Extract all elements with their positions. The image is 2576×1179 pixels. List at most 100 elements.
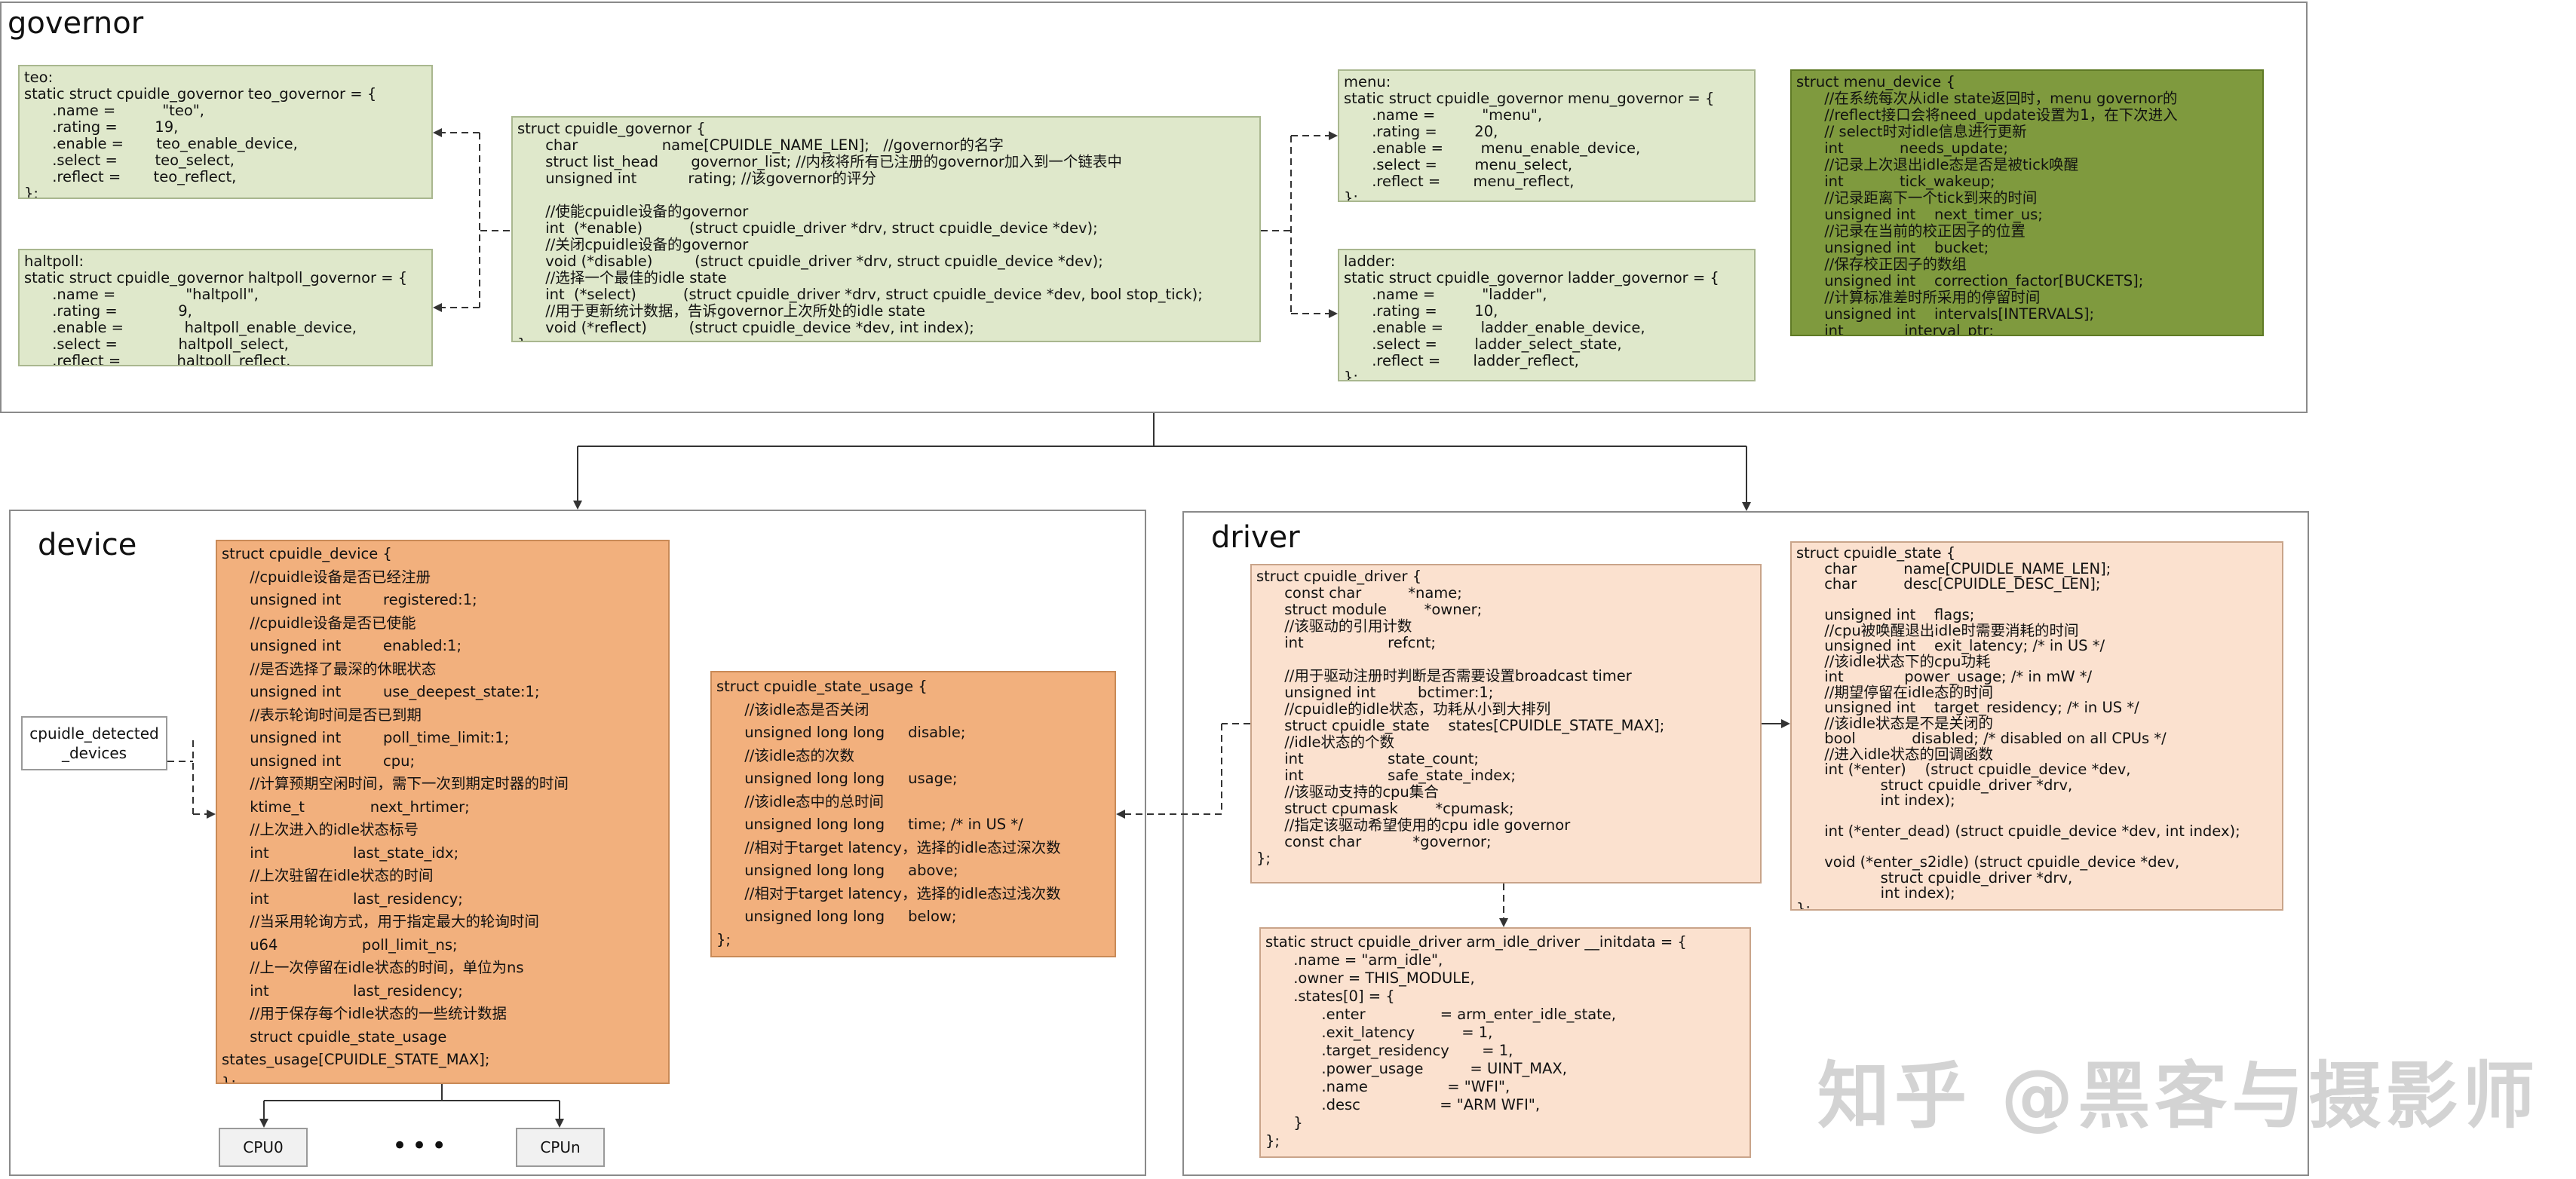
driver-panel-title: driver bbox=[1211, 520, 1300, 555]
code-line: //该idle状态下的cpu功耗 bbox=[1796, 652, 1991, 670]
code-line: int index); bbox=[1796, 792, 1955, 809]
code-line: struct cpumask *cpumask; bbox=[1256, 800, 1514, 817]
cpun-label: CPUn bbox=[540, 1138, 581, 1156]
code-line: int last_residency; bbox=[222, 981, 463, 1000]
code-line: //指定该驱动希望使用的cpu idle governor bbox=[1256, 816, 1571, 834]
code-line: }; bbox=[24, 185, 38, 199]
code-line: //reflect接口会将need_update设置为1，在下次进入 bbox=[1796, 106, 2178, 124]
code-line: unsigned long long time; /* in US */ bbox=[716, 816, 1023, 833]
code-line: ktime_t next_hrtimer; bbox=[222, 798, 470, 816]
code-line: .reflect = menu_reflect, bbox=[1344, 173, 1575, 190]
code-line: //idle状态的个数 bbox=[1256, 733, 1395, 751]
code-line: }; bbox=[1265, 1132, 1280, 1150]
cpu0-box: CPU0 bbox=[219, 1128, 308, 1167]
code-line: //是否选择了最深的休眠状态 bbox=[222, 660, 437, 678]
governor-panel-title: governor bbox=[8, 6, 144, 41]
code-line: unsigned int flags; bbox=[1796, 606, 1975, 623]
device-panel-title: device bbox=[38, 528, 137, 562]
code-line: int (*enable) (struct cpuidle_driver *dr… bbox=[517, 219, 1098, 237]
code-line: //当采用轮询方式，用于指定最大的轮询时间 bbox=[222, 913, 539, 930]
code-line: unsigned int bctimer:1; bbox=[1256, 684, 1494, 701]
code-line: int last_state_idx; bbox=[222, 844, 459, 862]
code-line bbox=[517, 187, 1255, 204]
code-line: static struct cpuidle_governor haltpoll_… bbox=[24, 269, 408, 286]
code-line: //上次进入的idle状态标号 bbox=[222, 821, 419, 838]
code-line: unsigned int exit_latency; /* in US */ bbox=[1796, 637, 2105, 654]
code-line: .enable = teo_enable_device, bbox=[24, 135, 298, 152]
code-line bbox=[1796, 840, 2277, 856]
code-line: struct cpuidle_state_usage { bbox=[716, 678, 928, 695]
code-line: int refcnt; bbox=[1256, 634, 1436, 651]
code-line: char name[CPUIDLE_NAME_LEN]; //governor的… bbox=[517, 136, 1004, 154]
arm-idle-driver-box: static struct cpuidle_driver arm_idle_dr… bbox=[1259, 927, 1751, 1158]
watermark: 知乎 @黑客与摄影师 bbox=[1817, 1054, 2540, 1138]
code-line: struct cpuidle_governor { bbox=[517, 120, 706, 137]
ladder-governor-box: ladder:static struct cpuidle_governor la… bbox=[1338, 249, 1756, 381]
code-line bbox=[1796, 593, 2277, 608]
code-line: static struct cpuidle_governor menu_gove… bbox=[1344, 90, 1715, 107]
code-line: .select = menu_select, bbox=[1344, 156, 1573, 173]
code-line: struct cpuidle_driver *drv, bbox=[1796, 868, 2073, 887]
code-line: static struct cpuidle_driver arm_idle_dr… bbox=[1265, 933, 1687, 951]
code-line: //期望停留在idle态的时间 bbox=[1796, 683, 1994, 701]
cpuidle-state-usage-box: struct cpuidle_state_usage { //该idle态是否关… bbox=[710, 671, 1116, 957]
code-line: struct list_head governor_list; //内核将所有已… bbox=[517, 153, 1122, 170]
code-line: unsigned long long above; bbox=[716, 862, 958, 879]
code-line: //用于更新统计数据，告诉governor上次所处的idle state bbox=[517, 302, 925, 320]
code-line: }; bbox=[1256, 850, 1271, 867]
code-line: //相对于target latency，选择的idle态过深次数 bbox=[716, 838, 1061, 856]
code-line: //进入idle状态的回调函数 bbox=[1796, 745, 1994, 763]
code-line: states_usage[CPUIDLE_STATE_MAX]; bbox=[222, 1051, 490, 1068]
code-line: .enable = haltpoll_enable_device, bbox=[24, 319, 357, 336]
code-line: int state_count; bbox=[1256, 750, 1479, 767]
code-line: //计算预期空闲时间，需下一次到期定时器的时间 bbox=[222, 775, 569, 792]
code-line: //cpuidle设备是否已经注册 bbox=[222, 568, 431, 586]
menu-device-struct-box: struct menu_device { //在系统每次从idle state返… bbox=[1790, 69, 2264, 336]
cpuidle-state-struct-box: struct cpuidle_state { char name[CPUIDLE… bbox=[1790, 541, 2283, 911]
code-line: //选择一个最佳的idle state bbox=[517, 269, 727, 286]
code-line: //用于保存每个idle状态的一些统计数据 bbox=[222, 1005, 508, 1022]
code-line: int (*enter) (struct cpuidle_device *dev… bbox=[1796, 761, 2131, 778]
code-line: static struct cpuidle_governor teo_gover… bbox=[24, 85, 377, 103]
code-line: .name = "ladder", bbox=[1344, 286, 1547, 303]
code-line: .reflect = haltpoll_reflect, bbox=[24, 352, 291, 366]
code-line: .reflect = ladder_reflect, bbox=[1344, 352, 1579, 369]
code-line: unsigned int correction_factor[BUCKETS]; bbox=[1796, 272, 2144, 289]
code-line: char name[CPUIDLE_NAME_LEN]; bbox=[1796, 559, 2111, 577]
code-line: } bbox=[1265, 1114, 1303, 1132]
code-line bbox=[1796, 809, 2277, 825]
code-line: int (*enter_dead) (struct cpuidle_device… bbox=[1796, 822, 2240, 840]
code-line: .enable = menu_enable_device, bbox=[1344, 139, 1641, 157]
code-line: // select时对idle信息进行更新 bbox=[1796, 123, 2027, 140]
code-line: int (*select) (struct cpuidle_driver *dr… bbox=[517, 286, 1203, 303]
cpu-ellipsis: ••• bbox=[392, 1131, 452, 1161]
code-line: unsigned long long usage; bbox=[716, 770, 958, 787]
code-line: //上一次停留在idle状态的时间，单位为ns bbox=[222, 959, 524, 976]
code-line: //计算标准差时所采用的停留时间 bbox=[1796, 289, 2041, 306]
code-line: .name = "arm_idle", bbox=[1265, 951, 1443, 969]
code-line: .name = "WFI", bbox=[1265, 1078, 1510, 1095]
code-line: unsigned int use_deepest_state:1; bbox=[222, 683, 540, 700]
code-line: //使能cpuidle设备的governor bbox=[517, 203, 749, 220]
code-line: //该idle态中的总时间 bbox=[716, 792, 885, 810]
code-line: int interval_ptr; bbox=[1796, 322, 1994, 336]
code-line: //cpuidle的idle状态，功耗从小到大排列 bbox=[1256, 700, 1551, 718]
code-line: .power_usage = UINT_MAX, bbox=[1265, 1060, 1567, 1077]
code-line: //该idle状态是不是关闭的 bbox=[1796, 714, 1994, 732]
code-line: //记录上次退出idle态是否是被tick唤醒 bbox=[1796, 156, 2079, 173]
code-line: .name = "menu", bbox=[1344, 106, 1543, 124]
cpuidle-governor-struct-box: struct cpuidle_governor { char name[CPUI… bbox=[511, 116, 1261, 342]
code-line: void (*enter_s2idle) (struct cpuidle_dev… bbox=[1796, 853, 2180, 871]
code-line: u64 poll_limit_ns; bbox=[222, 936, 458, 954]
code-line: struct cpuidle_driver *drv, bbox=[1796, 776, 2073, 794]
code-line: //该驱动的引用计数 bbox=[1256, 617, 1412, 635]
code-line: //保存校正因子的数组 bbox=[1796, 256, 1967, 273]
teo-governor-box: teo:static struct cpuidle_governor teo_g… bbox=[18, 65, 433, 199]
code-line: unsigned int target_residency; /* in US … bbox=[1796, 699, 2139, 716]
code-line: teo: bbox=[24, 69, 54, 86]
code-line: .select = ladder_select_state, bbox=[1344, 335, 1622, 353]
code-line: void (*reflect) (struct cpuidle_device *… bbox=[517, 319, 974, 336]
code-line: struct cpuidle_device { bbox=[222, 545, 392, 562]
code-line bbox=[1256, 651, 1756, 668]
code-line: //在系统每次从idle state返回时，menu governor的 bbox=[1796, 90, 2178, 107]
